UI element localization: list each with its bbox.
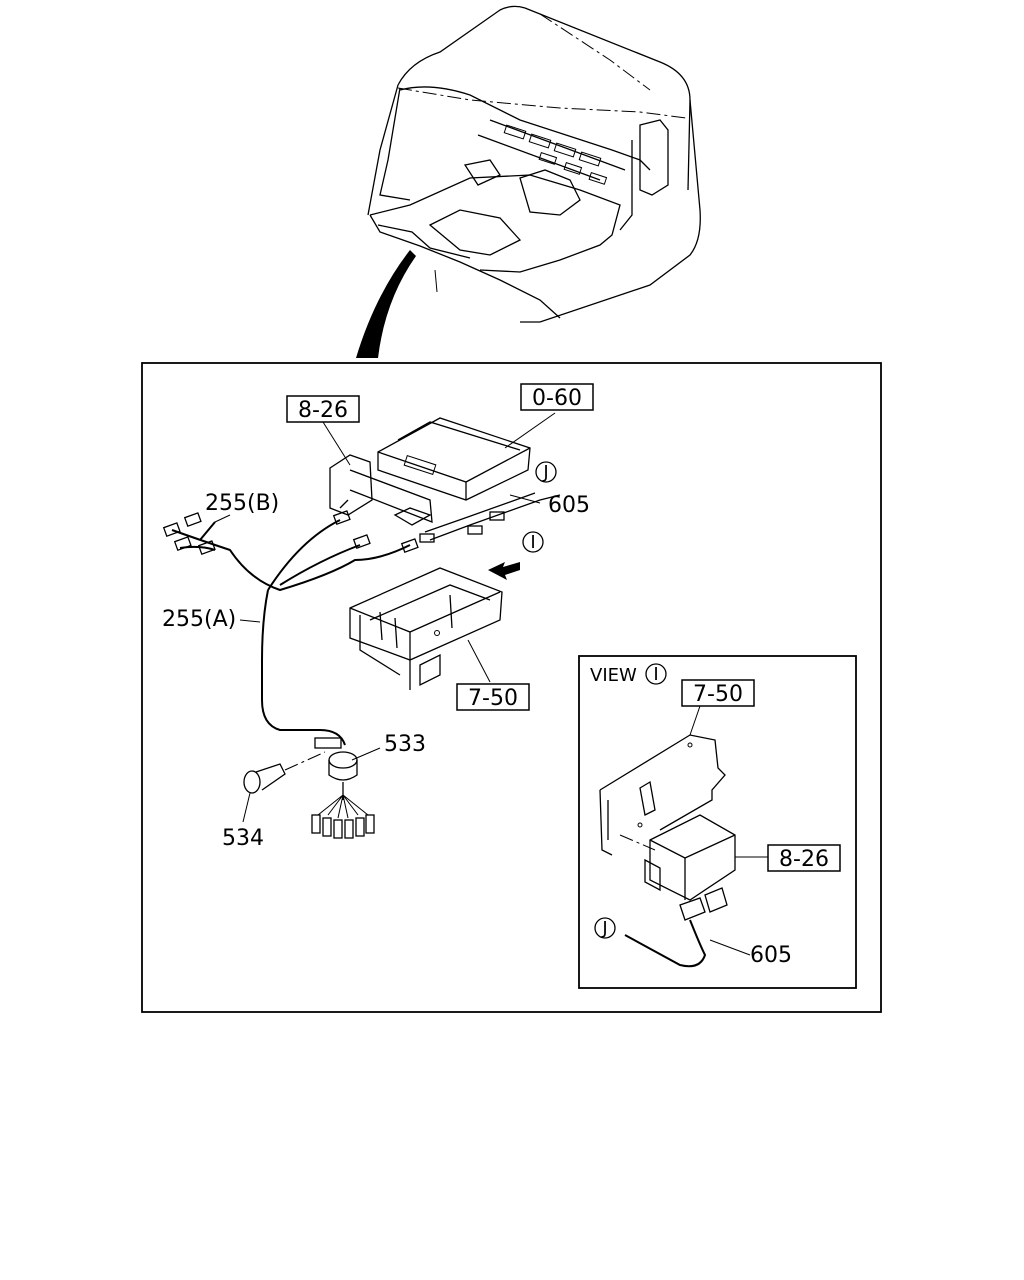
harness-255a bbox=[261, 510, 371, 749]
ref-box-7-50-view bbox=[681, 679, 755, 707]
leader-lines bbox=[214, 412, 768, 956]
view-marker-circle bbox=[645, 663, 667, 685]
ref-box-0-60 bbox=[520, 383, 594, 411]
ref-label-8-26-main: 8-26 bbox=[298, 398, 348, 423]
leader-wedge bbox=[356, 250, 416, 358]
marker-circle-j-view bbox=[594, 917, 616, 939]
ref-box-8-26-main bbox=[286, 395, 360, 423]
ref-label-0-60: 0-60 bbox=[532, 386, 582, 411]
harness-255b bbox=[162, 512, 419, 592]
ref-box-8-26-view bbox=[767, 844, 841, 872]
part-label-255a: 255(A) bbox=[162, 607, 236, 632]
dash-vent-slots bbox=[503, 124, 608, 185]
ref-label-7-50-main: 7-50 bbox=[468, 686, 518, 711]
wire-605 bbox=[419, 492, 561, 543]
control-unit-module bbox=[377, 417, 531, 501]
bolt-534 bbox=[243, 751, 326, 794]
marker-circle-j-main bbox=[535, 461, 557, 483]
mounting-tray bbox=[349, 567, 503, 690]
bracket-assembly bbox=[329, 454, 433, 526]
ref-label-7-50-view: 7-50 bbox=[693, 682, 743, 707]
part-label-605-view: 605 bbox=[750, 943, 792, 968]
ref-box-7-50-main bbox=[456, 683, 530, 711]
view-label: VIEW bbox=[590, 665, 637, 686]
detail-frame bbox=[141, 362, 882, 1013]
part-label-533: 533 bbox=[384, 732, 426, 757]
marker-i-main: I bbox=[530, 532, 535, 553]
view-inset-illustration bbox=[599, 734, 736, 968]
ref-label-8-26-view: 8-26 bbox=[779, 847, 829, 872]
view-marker: I bbox=[653, 664, 658, 685]
cab-overview-illustration bbox=[356, 5, 701, 358]
part-label-605-main: 605 bbox=[548, 493, 590, 518]
part-label-255b: 255(B) bbox=[205, 491, 279, 516]
view-direction-arrow bbox=[488, 562, 520, 580]
grommet-533 bbox=[311, 751, 375, 839]
marker-j-main: J bbox=[542, 462, 548, 483]
view-inset-frame bbox=[578, 655, 857, 989]
marker-j-view: J bbox=[601, 918, 607, 939]
marker-circle-i-main bbox=[522, 531, 544, 553]
part-label-534: 534 bbox=[222, 826, 264, 851]
